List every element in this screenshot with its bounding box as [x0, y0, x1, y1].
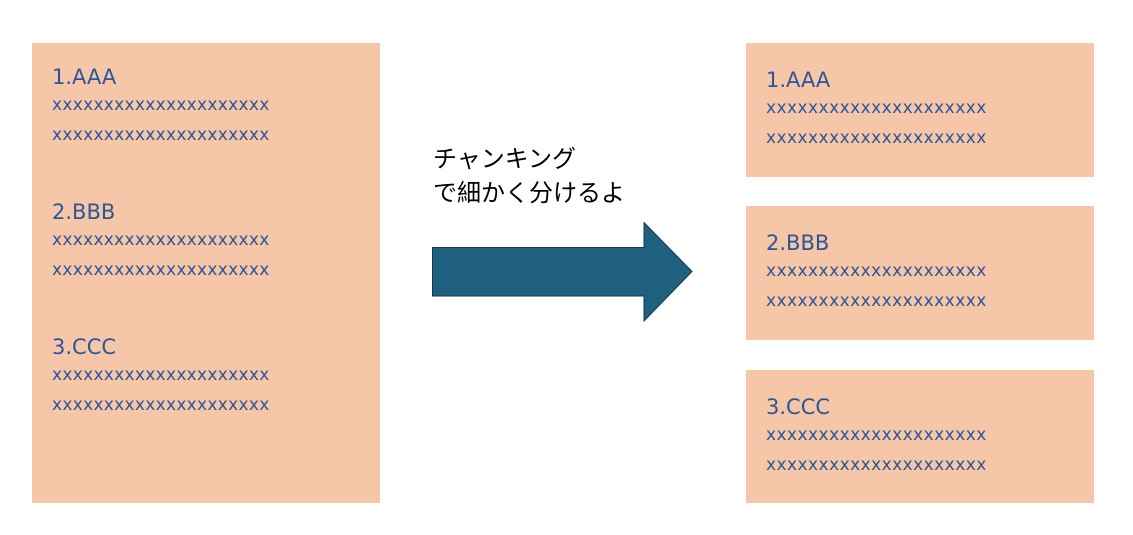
- right-arrow-icon: [432, 222, 693, 322]
- chunk-aaa: 1.AAA xxxxxxxxxxxxxxxxxxxxx xxxxxxxxxxxx…: [746, 43, 1094, 177]
- chunk-bbb: 2.BBB xxxxxxxxxxxxxxxxxxxxx xxxxxxxxxxxx…: [746, 206, 1094, 340]
- section-text-line: xxxxxxxxxxxxxxxxxxxxx: [52, 230, 270, 250]
- chunk-text-line: xxxxxxxxxxxxxxxxxxxxx: [766, 455, 987, 475]
- caption-line-2: で細かく分けるよ: [433, 179, 625, 207]
- source-section-aaa: 1.AAA xxxxxxxxxxxxxxxxxxxxx xxxxxxxxxxxx…: [52, 64, 380, 150]
- section-heading: 2.BBB: [52, 200, 116, 224]
- chunk-heading: 3.CCC: [766, 395, 831, 419]
- chunk-text-line: xxxxxxxxxxxxxxxxxxxxx: [766, 291, 987, 311]
- arrow-shape: [432, 222, 693, 322]
- section-text-line: xxxxxxxxxxxxxxxxxxxxx: [52, 95, 270, 115]
- section-heading: 3.CCC: [52, 335, 117, 359]
- source-section-ccc: 3.CCC xxxxxxxxxxxxxxxxxxxxx xxxxxxxxxxxx…: [52, 334, 380, 420]
- chunk-text-line: xxxxxxxxxxxxxxxxxxxxx: [766, 425, 987, 445]
- section-text-line: xxxxxxxxxxxxxxxxxxxxx: [52, 125, 270, 145]
- chunk-text-line: xxxxxxxxxxxxxxxxxxxxx: [766, 128, 987, 148]
- chunk-ccc: 3.CCC xxxxxxxxxxxxxxxxxxxxx xxxxxxxxxxxx…: [746, 370, 1094, 503]
- chunk-text-line: xxxxxxxxxxxxxxxxxxxxx: [766, 98, 987, 118]
- chunk-heading: 1.AAA: [766, 68, 831, 92]
- section-text-line: xxxxxxxxxxxxxxxxxxxxx: [52, 365, 270, 385]
- caption-line-1: チャンキング: [433, 145, 577, 173]
- chunking-caption: チャンキング で細かく分けるよ: [433, 142, 625, 210]
- chunk-heading: 2.BBB: [766, 231, 830, 255]
- section-text-line: xxxxxxxxxxxxxxxxxxxxx: [52, 395, 270, 415]
- section-text-line: xxxxxxxxxxxxxxxxxxxxx: [52, 260, 270, 280]
- source-document: 1.AAA xxxxxxxxxxxxxxxxxxxxx xxxxxxxxxxxx…: [32, 43, 380, 503]
- chunk-text-line: xxxxxxxxxxxxxxxxxxxxx: [766, 261, 987, 281]
- source-section-bbb: 2.BBB xxxxxxxxxxxxxxxxxxxxx xxxxxxxxxxxx…: [52, 199, 380, 285]
- section-heading: 1.AAA: [52, 65, 117, 89]
